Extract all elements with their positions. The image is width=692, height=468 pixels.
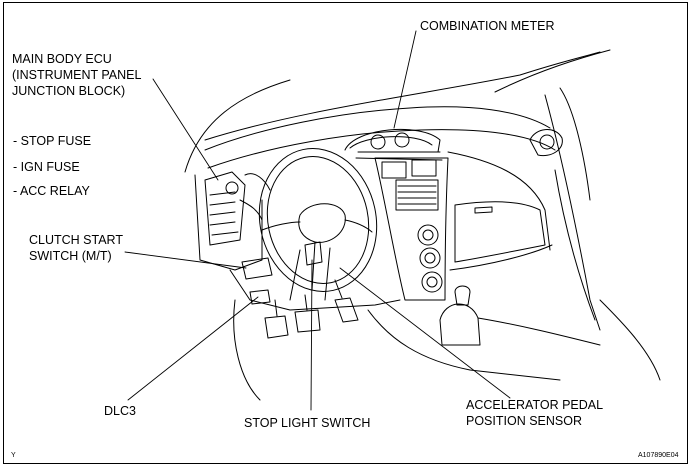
floor-console bbox=[367, 309, 561, 381]
leader-dlc3 bbox=[127, 296, 259, 401]
steering-column bbox=[289, 247, 331, 301]
label-accelerator-sensor-line2: POSITION SENSOR bbox=[466, 414, 582, 428]
label-main-body-ecu-line3: JUNCTION BLOCK) bbox=[12, 84, 126, 98]
junction-connectors bbox=[209, 191, 239, 236]
steering-hub bbox=[298, 203, 346, 243]
a-pillar-right bbox=[559, 87, 591, 201]
label-clutch-start-line2: SWITCH (M/T) bbox=[29, 249, 112, 263]
label-combination-meter: COMBINATION METER bbox=[420, 19, 555, 33]
stop-light-switch-body bbox=[304, 241, 323, 266]
label-acc-relay: - ACC RELAY bbox=[13, 184, 90, 198]
lower-dash bbox=[229, 269, 401, 311]
hvac-knob-3 bbox=[421, 271, 443, 293]
label-stop-fuse: - STOP FUSE bbox=[13, 134, 92, 148]
hvac-knob-2 bbox=[419, 247, 441, 269]
leader-combination-meter bbox=[393, 30, 417, 129]
dlc3-box bbox=[249, 289, 271, 305]
floor-line bbox=[233, 299, 261, 401]
left-panel bbox=[194, 174, 263, 271]
vent-left bbox=[381, 161, 407, 179]
steering-wheel-inner bbox=[266, 156, 370, 284]
meter-gauge-2 bbox=[394, 132, 410, 148]
windshield-left-curve bbox=[184, 79, 291, 173]
pedal-mid bbox=[294, 309, 321, 333]
door-edge bbox=[544, 94, 601, 331]
label-stop-light-switch: STOP LIGHT SWITCH bbox=[244, 416, 371, 430]
label-ign-fuse: - IGN FUSE bbox=[13, 160, 80, 174]
clutch-switch-box bbox=[241, 257, 273, 280]
steering-spoke-left bbox=[261, 221, 301, 231]
roof-edge bbox=[494, 49, 611, 93]
label-main-body-ecu-line1: MAIN BODY ECU bbox=[12, 52, 112, 66]
dash-right-face bbox=[447, 151, 551, 251]
leader-clutch-start bbox=[124, 251, 247, 269]
pedal-left bbox=[264, 315, 289, 339]
steering-spoke-bottom bbox=[311, 241, 316, 291]
meter-lines bbox=[355, 151, 443, 161]
pedal-right bbox=[334, 297, 359, 323]
shifter-boot bbox=[439, 303, 481, 346]
vent-right bbox=[411, 159, 437, 177]
right-vent-inner bbox=[539, 134, 555, 150]
corner-mark: Y bbox=[11, 452, 16, 459]
audio-lines bbox=[397, 185, 437, 205]
leader-accelerator-sensor bbox=[339, 267, 511, 399]
door-inner bbox=[554, 169, 596, 321]
leader-lines bbox=[124, 30, 511, 411]
meter-hood bbox=[344, 128, 441, 153]
hvac-knob-2-inner bbox=[424, 252, 436, 264]
diagram-frame bbox=[3, 2, 688, 464]
junction-block bbox=[204, 171, 246, 246]
glovebox-handle bbox=[474, 206, 493, 214]
steering-spoke-right bbox=[344, 219, 373, 233]
wiring bbox=[239, 173, 271, 221]
junction-connector-1 bbox=[225, 181, 239, 195]
leader-stop-light-switch bbox=[310, 259, 313, 411]
dash-right-lower bbox=[449, 244, 553, 271]
label-accelerator-sensor-line1: ACCELERATOR PEDAL bbox=[466, 398, 604, 412]
windshield-top-curve bbox=[204, 51, 601, 141]
figure-code: A107890E04 bbox=[638, 452, 679, 459]
glovebox bbox=[454, 201, 546, 263]
hvac-knob-3-inner bbox=[426, 276, 438, 288]
steering-wheel-outer bbox=[258, 148, 378, 292]
right-vent bbox=[529, 129, 563, 157]
hvac-knob-1-inner bbox=[422, 229, 434, 241]
seat-edge bbox=[599, 299, 661, 381]
dash-top bbox=[204, 106, 551, 151]
meter-face bbox=[349, 136, 433, 149]
center-console-outline bbox=[374, 157, 449, 301]
hvac-knob-1 bbox=[417, 224, 439, 246]
pedal-arms bbox=[274, 279, 343, 317]
label-dlc3: DLC3 bbox=[104, 404, 136, 418]
shifter-knob bbox=[454, 285, 471, 306]
label-clutch-start-line1: CLUTCH START bbox=[29, 233, 123, 247]
console-right bbox=[477, 317, 601, 346]
leader-main-body-ecu bbox=[152, 78, 219, 181]
meter-gauge-1 bbox=[370, 134, 386, 150]
audio-unit bbox=[395, 179, 439, 211]
label-main-body-ecu-line2: (INSTRUMENT PANEL bbox=[12, 68, 142, 82]
